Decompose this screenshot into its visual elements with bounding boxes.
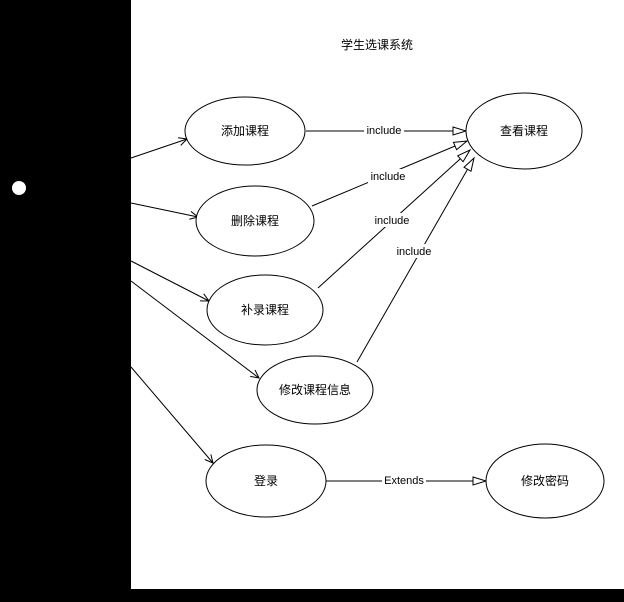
edge-actor-to-delete-course[interactable] — [130, 202, 200, 220]
usecase-label: 查看课程 — [500, 123, 548, 138]
usecase-login[interactable]: 登录 — [205, 444, 327, 518]
usecase-label: 添加课程 — [221, 123, 269, 138]
usecase-label: 登录 — [254, 473, 278, 488]
actor-edges — [130, 137, 260, 464]
edge-include-modify-to-view[interactable] — [356, 156, 475, 363]
edge-label-include-4: include — [397, 246, 432, 258]
edge-label-bg — [368, 169, 408, 183]
usecase-ellipse[interactable] — [485, 443, 605, 519]
usecase-label: 修改课程信息 — [279, 382, 351, 397]
edge-label-include-1: include — [367, 125, 402, 137]
usecase-delete-course[interactable]: 删除课程 — [195, 185, 315, 257]
actor-head[interactable] — [12, 181, 26, 195]
diagram-title: 学生选课系统 — [341, 37, 413, 52]
usecase-ellipse[interactable] — [195, 185, 315, 257]
usecase-ellipse[interactable] — [256, 355, 374, 425]
edge-label-include-3: include — [375, 215, 410, 227]
edge-label-bg — [382, 473, 426, 487]
usecase-label: 补录课程 — [241, 302, 289, 317]
usecase-add-course[interactable]: 添加课程 — [184, 96, 306, 166]
edge-actor-to-add-course[interactable] — [130, 137, 189, 159]
usecase-change-password[interactable]: 修改密码 — [485, 443, 605, 519]
edge-labels: include include include include Extends — [364, 123, 434, 487]
usecase-view-course[interactable]: 查看课程 — [465, 92, 583, 170]
edge-label-bg — [364, 123, 404, 137]
edge-actor-to-modify-course-info[interactable] — [130, 280, 260, 379]
usecase-ellipse[interactable] — [184, 96, 306, 166]
usecase-ellipse[interactable] — [206, 274, 324, 346]
usecase-supplement-course[interactable]: 补录课程 — [206, 274, 324, 346]
usecase-modify-course-info[interactable]: 修改课程信息 — [256, 355, 374, 425]
usecase-label: 修改密码 — [521, 473, 569, 488]
edge-label-include-2: include — [371, 171, 406, 183]
usecase-ellipse[interactable] — [465, 92, 583, 170]
usecase-ellipse[interactable] — [205, 444, 327, 518]
edge-label-bg — [394, 244, 434, 258]
edge-label-extends: Extends — [384, 475, 424, 487]
edge-actor-to-login[interactable] — [130, 366, 214, 464]
edge-label-bg — [372, 213, 412, 227]
usecase-label: 删除课程 — [231, 213, 279, 228]
edge-actor-to-supplement-course[interactable] — [130, 260, 210, 302]
